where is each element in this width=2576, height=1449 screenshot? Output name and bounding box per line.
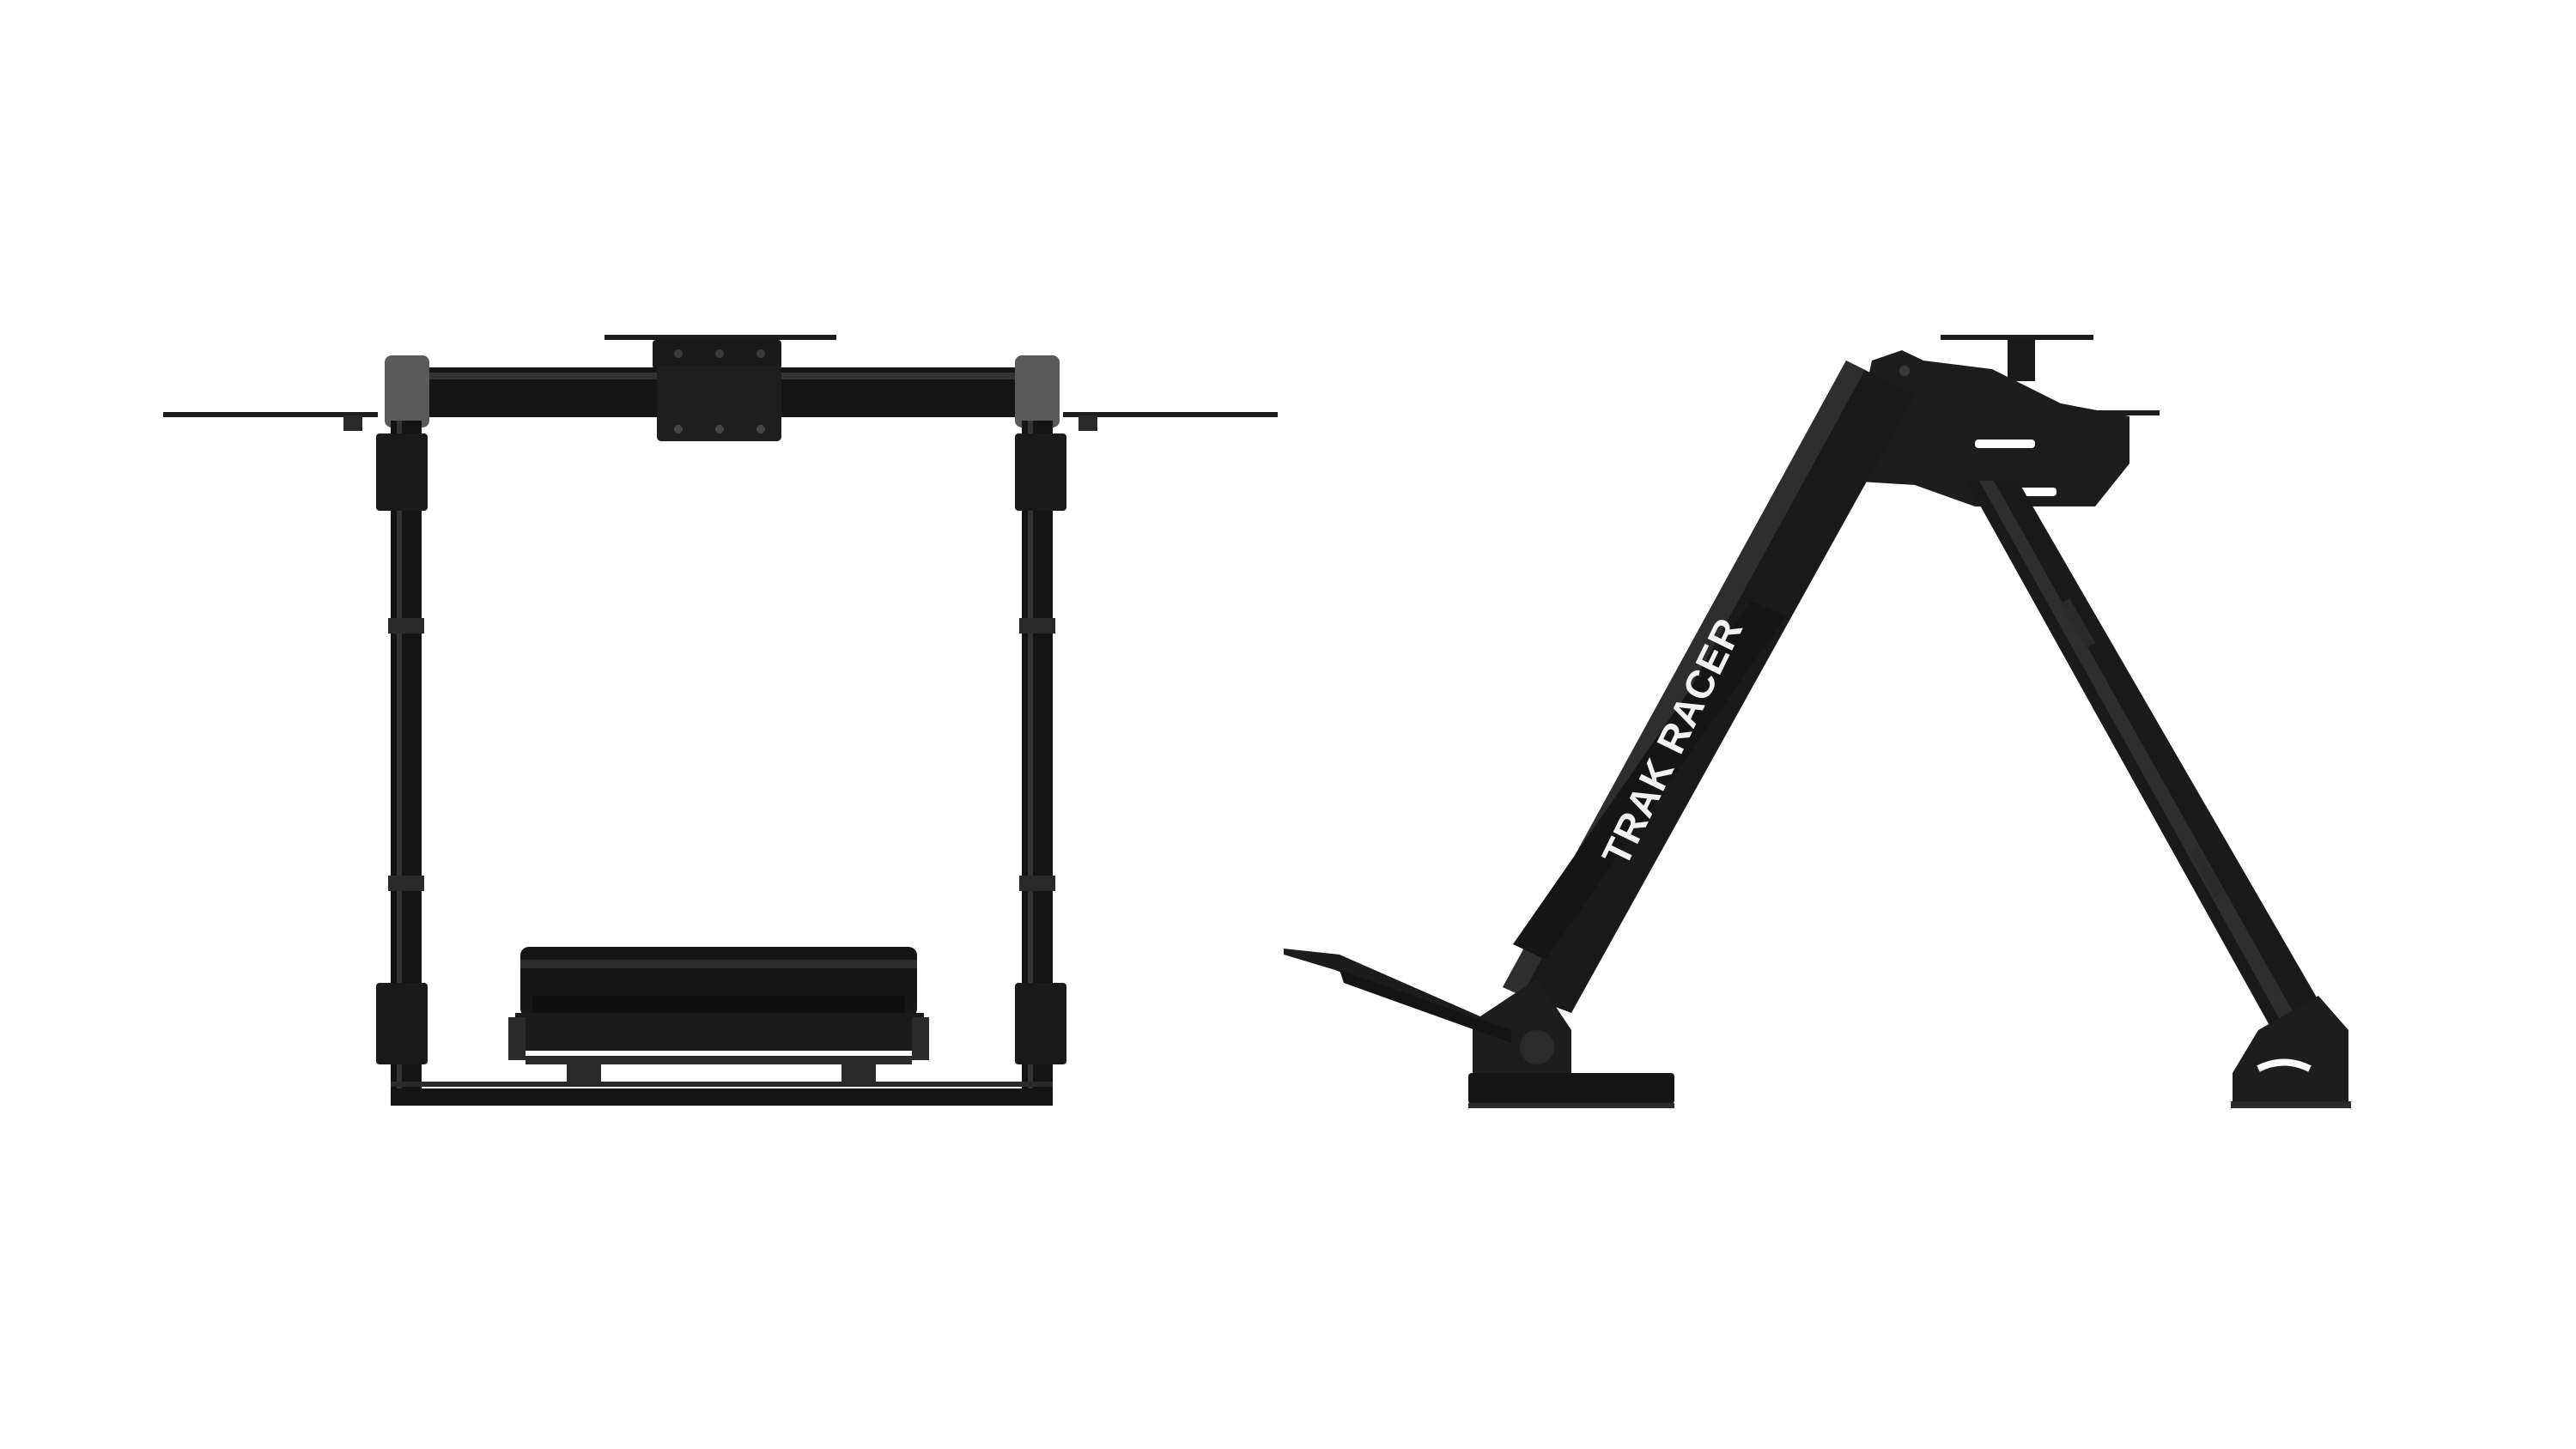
brand-logo-text: TRAK RACER [1593, 610, 1751, 872]
head-assembly [1846, 350, 2129, 506]
left-side-plate [163, 412, 378, 417]
front-foot [1473, 979, 1571, 1094]
base-bar [391, 1088, 1053, 1106]
right-corner-bracket [1015, 355, 1060, 427]
wheel-stand-side-view: TRAK RACER [1284, 335, 2351, 1108]
base-rail [1468, 1073, 1674, 1104]
left-corner-bracket [385, 355, 429, 427]
right-side-plate [1063, 412, 1278, 417]
rear-foot [2233, 996, 2348, 1103]
wheel-stand-front-view [163, 335, 1278, 1106]
wheel-mount-plate [605, 335, 836, 340]
side-wheel-mount-plate [1941, 335, 2093, 340]
centre-clamp [657, 366, 781, 441]
